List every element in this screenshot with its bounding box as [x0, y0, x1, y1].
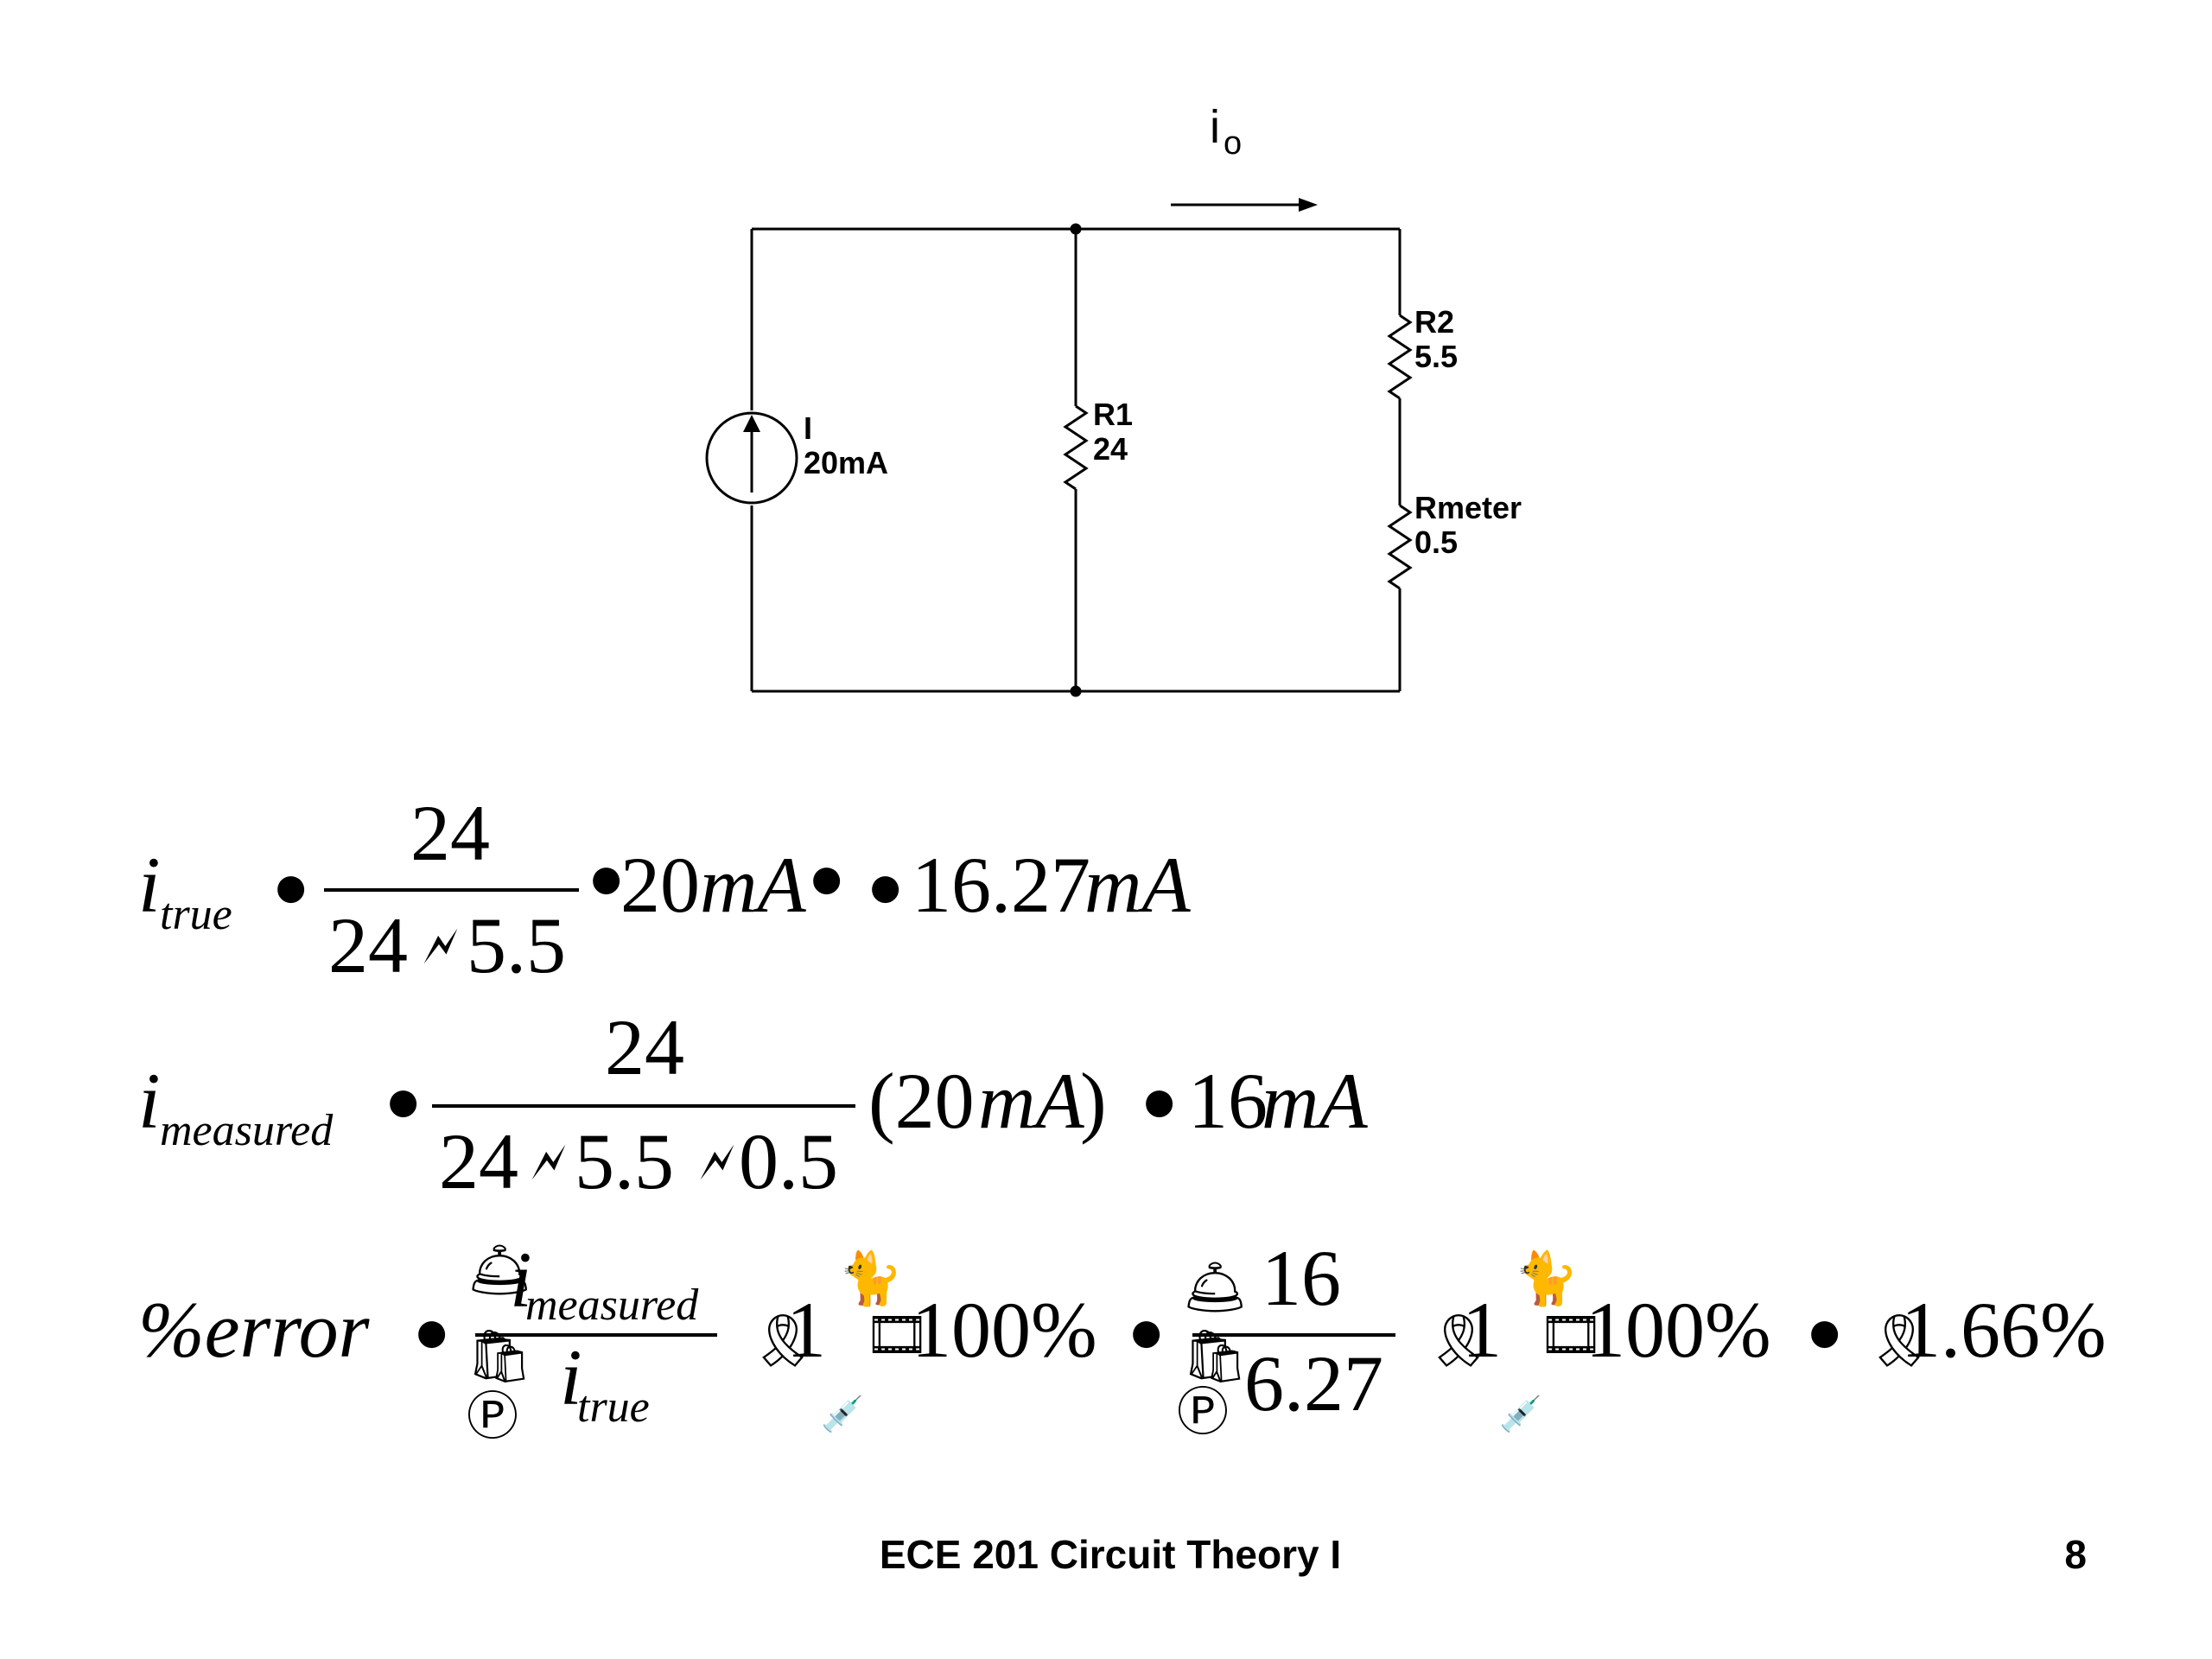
current-source-symbol — [705, 411, 798, 505]
bag-icon-2: 🛍 — [1182, 1326, 1248, 1387]
cat-icon-2: 🐈 — [1514, 1249, 1579, 1309]
r2-name: R2 — [1414, 304, 1454, 340]
syringe-icon-2: 💉 — [1499, 1394, 1542, 1434]
eq3-bullet3: ● — [1806, 1297, 1844, 1366]
source-value: 20mA — [804, 445, 888, 480]
ribbon-icon: 🎗 — [750, 1311, 816, 1371]
rmeter-value: 0.5 — [1414, 524, 1458, 560]
eq1-lhs-sub: true — [160, 890, 232, 939]
eq2-den-b: 5.5 — [575, 1117, 674, 1205]
resistor-rmeter-symbol — [1387, 504, 1413, 590]
eq2-den-garble-icon-1: 🗲 — [531, 1132, 566, 1192]
footer-page-number: 8 — [2064, 1532, 2087, 1577]
io-label: i — [1210, 101, 1220, 153]
eq2-den-a: 24 — [439, 1117, 518, 1205]
bell-icon: 🛎 — [467, 1240, 532, 1300]
p-circle-icon-2: Ⓟ — [1177, 1382, 1229, 1443]
eq3-bullet: ● — [413, 1297, 451, 1366]
eq3-one2: 1 — [1462, 1286, 1502, 1374]
film-icon-2: 🎞 — [1538, 1305, 1604, 1365]
eq2-result-unit: mA — [1262, 1057, 1368, 1145]
eq1-den-a: 24 — [328, 901, 408, 989]
eq1-bullet: ● — [272, 852, 310, 921]
eq3-frac2-num: 16 — [1262, 1234, 1341, 1322]
ribbon-icon-3: 🎗 — [1866, 1311, 1932, 1371]
eq3-frac1-num: i — [510, 1236, 532, 1324]
eq1-lhs: i — [138, 841, 161, 929]
eq1-result: 16.27 — [912, 841, 1090, 929]
footer-course: ECE 201 Circuit Theory I — [880, 1532, 1341, 1577]
circuit-diagram — [705, 198, 1413, 697]
io-label-sub: o — [1224, 125, 1242, 162]
rmeter-name: Rmeter — [1414, 490, 1522, 525]
syringe-icon: 💉 — [821, 1394, 864, 1434]
eq3-frac2-den: 6.27 — [1244, 1339, 1383, 1427]
source-name: I — [804, 410, 812, 446]
eq2-result: 16 — [1188, 1057, 1268, 1145]
io-arrow-head — [1299, 198, 1318, 212]
eq1-factor-unit: mA — [700, 841, 806, 929]
equation-itrue: i true ● 24 24 🗲 5.5 ● 20 mA ● ● 16.27 m… — [138, 789, 1191, 989]
eq2-den-garble-icon-2: 🗲 — [700, 1132, 734, 1192]
eq3-frac1-den: i — [560, 1333, 582, 1421]
eq3-frac1-den-sub: true — [577, 1382, 650, 1432]
equation-imeasured: i measured ● 24 24 🗲 5.5 🗲 0.5 (20 mA ) … — [138, 1003, 1368, 1205]
bag-icon: 🛍 — [467, 1326, 532, 1387]
eq2-eq-bullet: ● — [1141, 1066, 1179, 1135]
node-bottom — [1070, 685, 1082, 697]
eq2-lhs-sub: measured — [160, 1106, 334, 1155]
cat-icon: 🐈 — [838, 1249, 903, 1309]
eq1-den-garble-icon: 🗲 — [423, 916, 458, 976]
eq3-hundred2: 100% — [1586, 1286, 1771, 1374]
eq1-result-unit: mA — [1084, 841, 1191, 929]
film-icon: 🎞 — [864, 1305, 930, 1365]
resistor-r1-symbol — [1063, 404, 1089, 491]
ribbon-icon-2: 🎗 — [1426, 1311, 1491, 1371]
eq3-one: 1 — [786, 1286, 826, 1374]
current-source-arrow-head — [743, 415, 760, 432]
eq3-lhs: %error — [138, 1286, 371, 1374]
r1-value: 24 — [1093, 431, 1128, 467]
bell-icon-2: 🛎 — [1182, 1257, 1248, 1318]
eq2-factor: (20 — [868, 1057, 975, 1145]
p-circle-icon: Ⓟ — [467, 1387, 518, 1447]
eq3-frac1-num-sub: measured — [525, 1281, 699, 1330]
eq2-lhs: i — [138, 1057, 161, 1145]
eq2-factor-close: ) — [1080, 1057, 1107, 1145]
eq1-factor: 20 — [620, 841, 700, 929]
eq2-num: 24 — [605, 1003, 684, 1091]
eq1-mult-close: ● — [808, 843, 846, 912]
eq2-bullet: ● — [385, 1066, 423, 1135]
eq1-mult-open: ● — [588, 843, 626, 912]
r1-name: R1 — [1093, 397, 1133, 432]
r2-value: 5.5 — [1414, 339, 1458, 374]
resistor-r2-symbol — [1387, 314, 1413, 400]
eq3-result: 1.66% — [1901, 1286, 2107, 1374]
eq1-den-b: 5.5 — [467, 901, 566, 989]
eq3-hundred: 100% — [912, 1286, 1097, 1374]
eq1-num: 24 — [410, 789, 490, 877]
equation-percent-error: %error ● 🛎 i measured 🛍 Ⓟ i true 🎗 1 🐈 🎞… — [138, 1234, 2107, 1447]
eq3-bullet2: ● — [1128, 1297, 1166, 1366]
eq1-eq-bullet: ● — [867, 852, 905, 921]
eq2-factor-unit: mA — [978, 1057, 1084, 1145]
node-top — [1070, 223, 1082, 235]
eq2-den-c: 0.5 — [739, 1117, 838, 1205]
